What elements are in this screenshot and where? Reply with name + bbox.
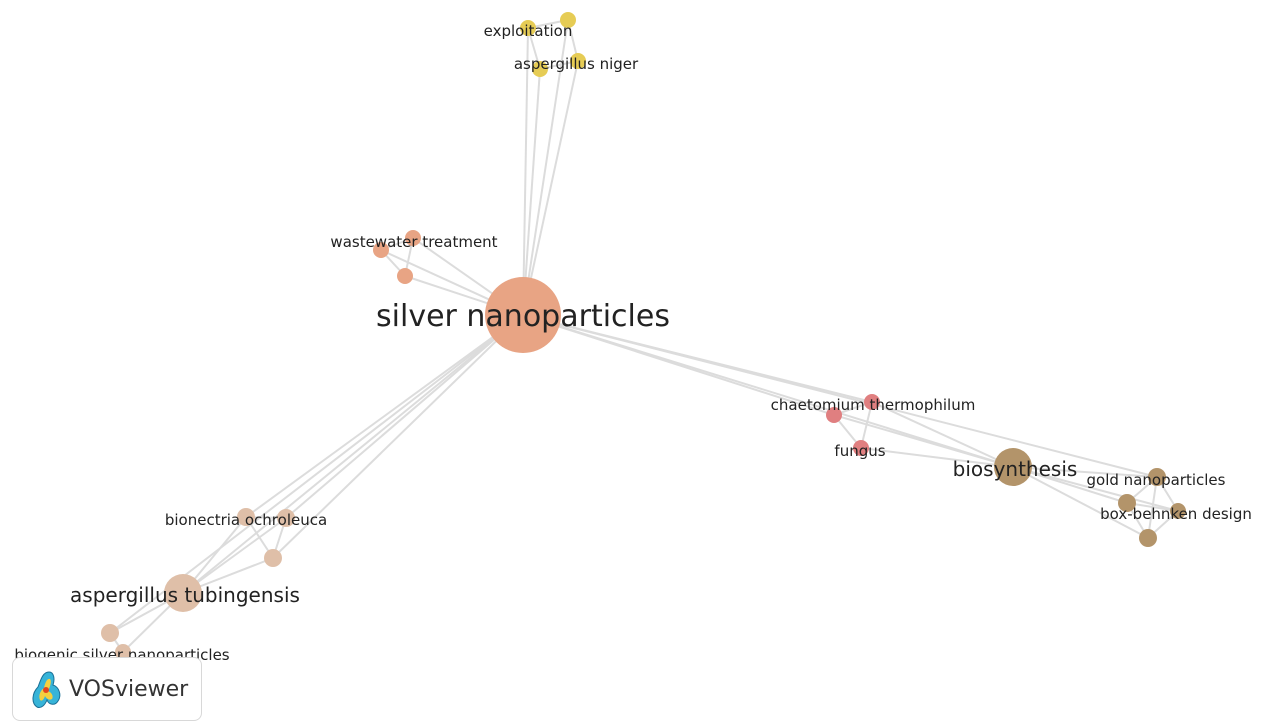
label-box-behnken-design[interactable]: box-behnken design [1100,505,1252,523]
node-orange-b[interactable] [397,268,413,284]
node-beige-c[interactable] [101,624,119,642]
edge-silver-nanoparticles-red-a [522,314,835,416]
vosviewer-logo-text: VOSviewer [69,676,189,702]
edge-biosynthesis-brown-b [1012,466,1149,539]
label-aspergillus-niger[interactable]: aspergillus niger [514,55,639,73]
label-silver-nanoparticles[interactable]: silver nanoparticles [376,299,670,334]
edge-chaetomium-thermophilum-biosynthesis [871,401,1014,468]
label-aspergillus-tubingensis[interactable]: aspergillus tubingensis [70,583,300,607]
edge-silver-nanoparticles-gold-nanoparticles [522,314,1158,478]
node-red-a[interactable] [826,407,842,423]
node-brown-b[interactable] [1139,529,1157,547]
node-biosynthesis[interactable] [994,448,1032,486]
label-wastewater-treatment[interactable]: wastewater treatment [330,233,497,251]
node-brown-a[interactable] [1118,494,1136,512]
edge-silver-nanoparticles-beige-b [272,314,524,559]
edge-silver-nanoparticles-bionectria-ochroleuca [245,314,524,518]
edge-silver-nanoparticles-aspergillus-niger [522,60,579,316]
vosviewer-logo-icon [32,671,61,708]
edge-silver-nanoparticles-exploitation [522,27,529,316]
node-biogenic-silver-nanoparticles[interactable] [115,644,131,660]
edge-red-a-biosynthesis [833,414,1014,468]
label-chaetomium-thermophilum[interactable]: chaetomium thermophilum [771,396,976,414]
node-fungus[interactable] [853,440,869,456]
labels-layer: silver nanoparticles wastewater treatment… [14,22,1252,664]
node-box-behnken-design[interactable] [1170,503,1186,519]
nodes-layer [101,12,1186,660]
label-fungus[interactable]: fungus [834,442,885,460]
label-bionectria-ochroleuca[interactable]: bionectria ochroleuca [165,511,327,529]
node-silver-nanoparticles[interactable] [485,277,561,353]
node-orange-a[interactable] [373,242,389,258]
label-biosynthesis[interactable]: biosynthesis [953,457,1078,481]
label-gold-nanoparticles[interactable]: gold nanoparticles [1087,471,1226,489]
edge-silver-nanoparticles-yellow-a [522,19,569,316]
edge-biosynthesis-brown-a [1012,466,1128,504]
node-aspergillus-tubingensis[interactable] [164,574,202,612]
node-yellow-b[interactable] [532,61,548,77]
edge-silver-nanoparticles-yellow-b [522,68,541,316]
node-aspergillus-niger[interactable] [570,53,586,69]
node-wastewater-treatment[interactable] [405,230,421,246]
edge-biosynthesis-gold-nanoparticles [1012,466,1158,478]
node-yellow-a[interactable] [560,12,576,28]
label-exploitation[interactable]: exploitation [484,22,573,40]
vosviewer-logo[interactable]: VOSviewer [12,657,202,721]
node-gold-nanoparticles[interactable] [1148,468,1166,486]
edge-silver-nanoparticles-aspergillus-tubingensis [182,314,524,594]
node-beige-b[interactable] [264,549,282,567]
node-beige-a[interactable] [277,509,295,527]
edge-silver-nanoparticles-beige-a [285,314,524,519]
edge-fungus-biosynthesis [860,447,1014,468]
edge-beige-a-aspergillus-tubingensis [182,517,287,594]
node-chaetomium-thermophilum[interactable] [864,394,880,410]
edge-biosynthesis-box-behnken-design [1012,466,1179,512]
node-bionectria-ochroleuca[interactable] [237,508,255,526]
node-exploitation[interactable] [520,20,536,36]
